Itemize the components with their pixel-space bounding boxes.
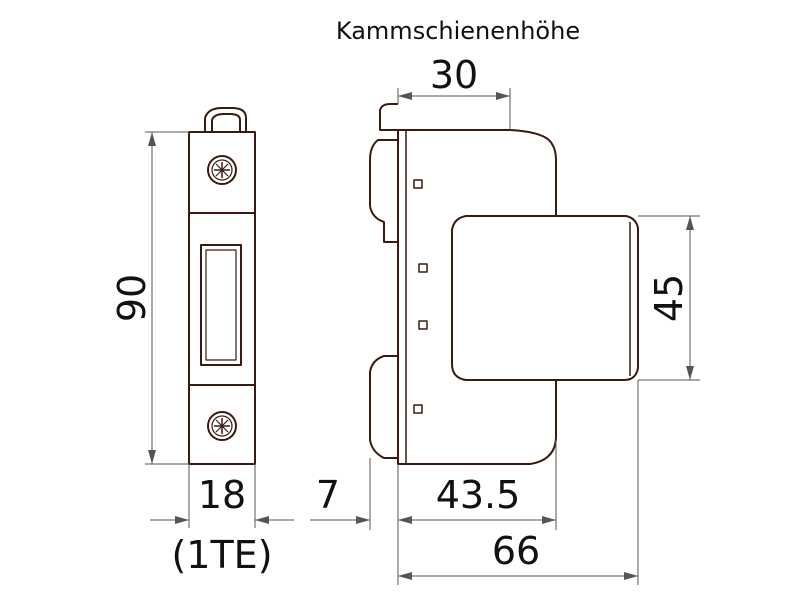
dim-cap-height: 45 bbox=[638, 215, 700, 381]
front-body bbox=[188, 131, 256, 465]
side-rail-hook-bottom bbox=[369, 355, 398, 459]
side-rail-clip-top bbox=[379, 103, 398, 131]
front-window-inner bbox=[205, 249, 237, 361]
dim-body-depth: 43.5 bbox=[397, 440, 557, 585]
label-offset: 7 bbox=[316, 473, 340, 517]
dim-offset: 7 bbox=[310, 458, 412, 530]
side-cap bbox=[451, 215, 639, 381]
front-top-clip bbox=[204, 107, 247, 132]
label-cap-height: 45 bbox=[647, 274, 691, 322]
side-marker-3 bbox=[418, 320, 428, 330]
side-marker-2 bbox=[418, 263, 428, 273]
dim-comb-busbar: Kammschienenhöhe 30 bbox=[336, 17, 580, 130]
label-width-front: 18 bbox=[198, 473, 246, 517]
screw-top-icon bbox=[207, 155, 237, 185]
label-width-units: (1TE) bbox=[171, 533, 272, 577]
label-body-depth: 43.5 bbox=[436, 473, 521, 517]
side-marker-1 bbox=[413, 179, 423, 189]
label-total-depth: 66 bbox=[492, 529, 540, 573]
screw-bottom-icon bbox=[207, 411, 237, 441]
front-window bbox=[200, 244, 242, 366]
front-top-clip-inner bbox=[211, 113, 241, 132]
front-view bbox=[188, 107, 256, 465]
side-marker-4 bbox=[413, 404, 423, 414]
label-comb-busbar-height: 30 bbox=[430, 53, 478, 97]
dim-width-front: 18 (1TE) bbox=[150, 464, 294, 577]
side-rail-hook-top bbox=[369, 139, 398, 243]
title-comb-busbar-height: Kammschienenhöhe bbox=[336, 17, 580, 45]
side-view bbox=[369, 103, 639, 465]
label-height-front: 90 bbox=[110, 274, 154, 322]
dim-height-front: 90 bbox=[110, 131, 189, 465]
dim-total-depth: 66 bbox=[398, 380, 639, 585]
